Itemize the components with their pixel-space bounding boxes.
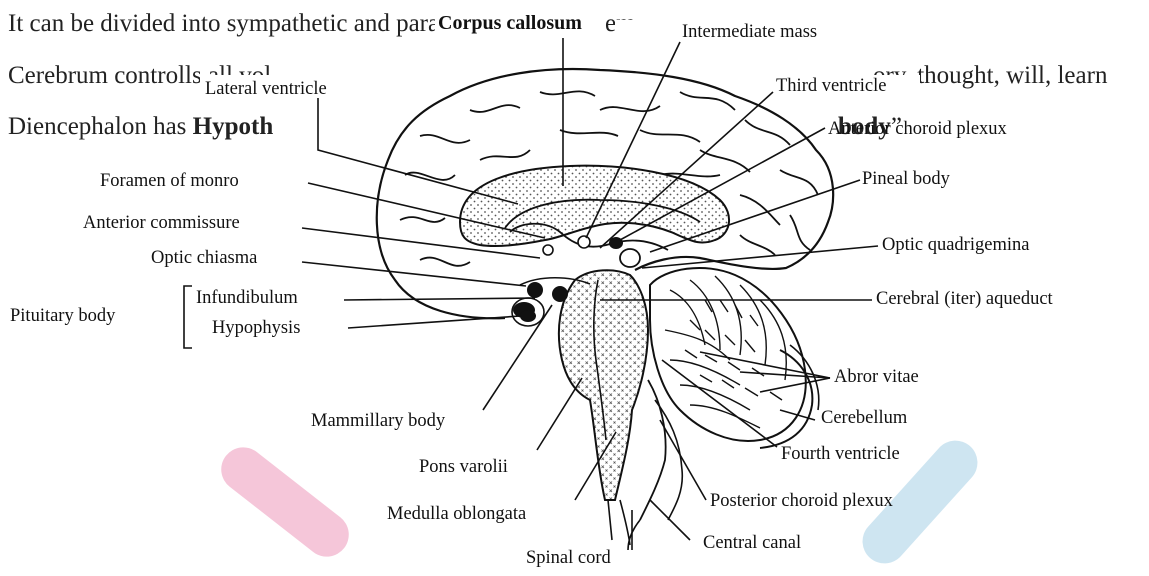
label-infundibulum: Infundibulum (196, 289, 298, 308)
label-spinal-cord: Spinal cord (526, 549, 611, 568)
label-mammillary-body: Mammillary body (311, 412, 445, 431)
label-cerebral-aqueduct: Cerebral (iter) aqueduct (876, 290, 1053, 309)
label-hypophysis: Hypophysis (212, 319, 300, 338)
label-posterior-choroid-plexux: Posterior choroid plexux (710, 492, 893, 511)
label-pineal-body: Pineal body (862, 170, 950, 189)
label-cerebellum: Cerebellum (821, 409, 907, 428)
label-anterior-choroid-plexux: Anterior choroid plexux (828, 120, 1007, 139)
label-optic-chiasma: Optic chiasma (151, 249, 257, 268)
brainstem-pons (559, 270, 648, 500)
label-medulla-oblongata: Medulla oblongata (387, 505, 526, 524)
label-third-ventricle: Third ventricle (776, 77, 886, 96)
label-intermediate-mass: Intermediate mass (682, 23, 817, 42)
cerebellum-shape (650, 268, 819, 448)
label-optic-quadrigemina: Optic quadrigemina (882, 236, 1029, 255)
label-anterior-commissure: Anterior commissure (83, 214, 240, 233)
label-pituitary-body: Pituitary body (10, 307, 115, 326)
label-abror-vitae: Abror vitae (834, 368, 919, 387)
intermediate-mass-shape (578, 236, 590, 248)
pineal-body-shape (620, 249, 640, 267)
label-foramen-of-monro: Foramen of monro (100, 172, 239, 191)
label-corpus-callosum: Corpus callosum (438, 13, 582, 33)
label-central-canal: Central canal (703, 534, 801, 553)
pink-marker-stroke (212, 438, 357, 565)
hypophysis-shape (520, 310, 536, 322)
label-pons-varolii: Pons varolii (419, 458, 508, 477)
corpus-callosum-area (460, 166, 729, 246)
optic-chiasma-shape (527, 282, 543, 298)
label-lateral-ventricle: Lateral ventricle (205, 80, 327, 99)
label-fourth-ventricle: Fourth ventricle (781, 445, 900, 464)
